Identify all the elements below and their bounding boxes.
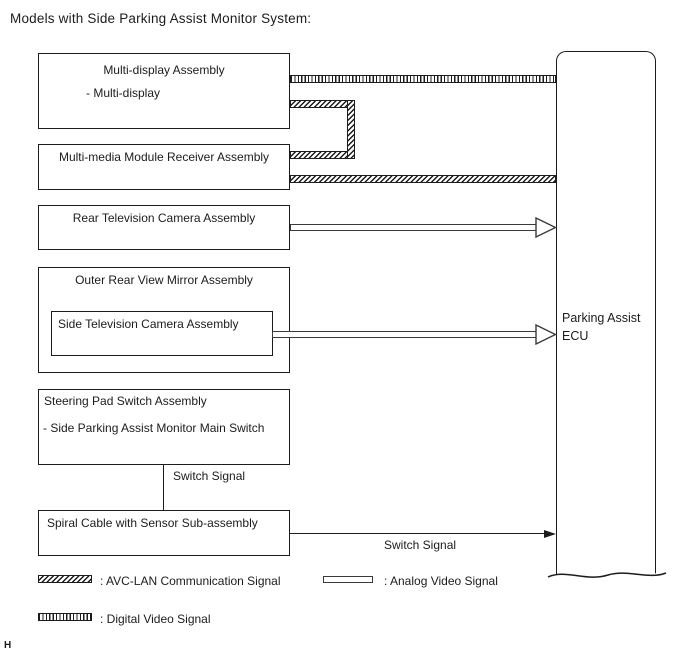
- node-rear-tv-camera: Rear Television Camera Assembly: [38, 205, 290, 250]
- digital-video-line: [290, 75, 556, 83]
- avclan-link-bottom: [290, 151, 348, 159]
- node-outer-mirror: Outer Rear View Mirror Assembly Side Tel…: [38, 267, 290, 373]
- node-parking-assist-ecu: [556, 51, 656, 575]
- node-title: Outer Rear View Mirror Assembly: [75, 273, 253, 287]
- avclan-link-vertical: [347, 100, 355, 159]
- node-subitem: - Multi-display: [86, 86, 161, 100]
- node-title: Spiral Cable with Sensor Sub-assembly: [47, 516, 258, 530]
- analog-video-line-side: [272, 331, 538, 338]
- page-mark: H: [4, 640, 12, 651]
- avclan-line-to-ecu: [290, 175, 556, 183]
- switch-signal-line-vertical: [163, 465, 165, 510]
- analog-legend-swatch: [323, 576, 373, 583]
- node-title: Multi-display Assembly: [103, 63, 225, 77]
- digital-legend-label: : Digital Video Signal: [100, 612, 211, 626]
- node-multi-display-assembly: Multi-display Assembly - Multi-display: [38, 53, 290, 129]
- node-title: Steering Pad Switch Assembly: [44, 394, 207, 408]
- analog-legend-label: : Analog Video Signal: [384, 574, 498, 588]
- analog-arrowhead-rear: [535, 217, 557, 238]
- node-title: Side Television Camera Assembly: [58, 317, 239, 331]
- node-multi-media-module: Multi-media Module Receiver Assembly: [38, 144, 290, 190]
- switch-signal-line-horizontal: [290, 533, 546, 535]
- avclan-link-top: [290, 100, 348, 108]
- switch-signal-arrowhead: [544, 529, 556, 538]
- switch-signal-label-1: Switch Signal: [173, 469, 246, 483]
- digital-legend-swatch: [38, 613, 92, 621]
- ecu-torn-edge: [547, 572, 667, 578]
- diagram-title: Models with Side Parking Assist Monitor …: [10, 11, 312, 26]
- avclan-legend-label: : AVC-LAN Communication Signal: [100, 574, 281, 588]
- node-title: Rear Television Camera Assembly: [72, 211, 256, 225]
- analog-video-line-rear: [290, 224, 538, 231]
- switch-signal-label-2: Switch Signal: [384, 538, 457, 552]
- analog-arrowhead-side: [535, 324, 557, 345]
- node-title: Multi-media Module Receiver Assembly: [58, 150, 270, 164]
- node-subitem: - Side Parking Assist Monitor Main Switc…: [43, 421, 265, 435]
- node-steering-pad-switch: Steering Pad Switch Assembly - Side Park…: [38, 389, 290, 465]
- ecu-label-line1: Parking Assist: [562, 311, 641, 325]
- node-side-tv-camera: Side Television Camera Assembly: [51, 311, 273, 356]
- node-spiral-cable: Spiral Cable with Sensor Sub-assembly: [38, 510, 290, 556]
- ecu-label: Parking Assist ECU: [562, 309, 654, 345]
- ecu-label-line2: ECU: [562, 329, 589, 343]
- avclan-legend-swatch: [38, 575, 92, 583]
